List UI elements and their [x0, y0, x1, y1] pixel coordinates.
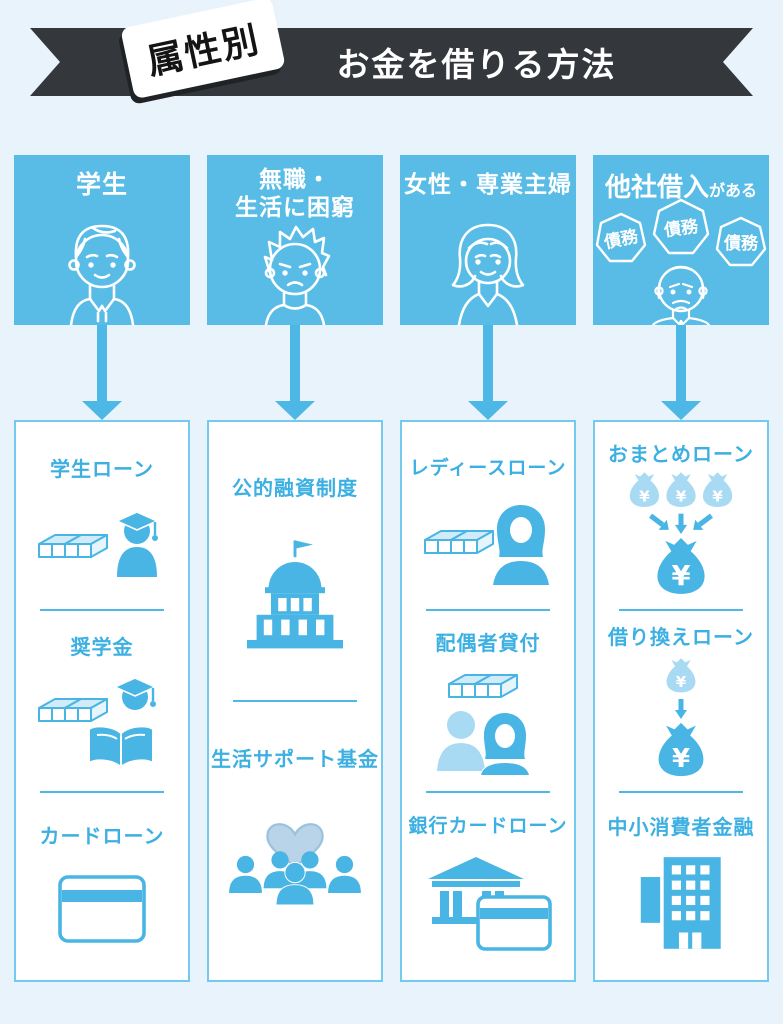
divider: [40, 609, 164, 612]
down-arrow-icon: [468, 325, 508, 420]
yen-symbol: ¥: [639, 488, 650, 506]
item-label: 学生ローン: [50, 458, 154, 481]
down-arrow-icon: [82, 325, 122, 420]
divider: [233, 700, 357, 702]
divider: [619, 790, 743, 793]
debts-header-box: 他社借入 がある 債務 債務 債務: [593, 155, 769, 325]
woman-face-icon: [451, 223, 525, 325]
item-label: 公的融資制度: [232, 477, 358, 500]
item-label: おまとめローン: [608, 444, 754, 467]
item-life-support-fund: 生活サポート基金: [209, 702, 381, 972]
debts-arrow: [593, 325, 769, 420]
divider: [40, 790, 164, 793]
women-header-box: 女性・専業主婦: [400, 155, 576, 325]
credit-card-icon: [58, 874, 146, 943]
unemployed-card: 公的融資制度: [207, 420, 383, 982]
yen-symbol: ¥: [676, 673, 687, 691]
consolidation-loan-icon: ¥ ¥ ¥ ¥: [629, 472, 733, 595]
down-arrow-icon: [275, 325, 315, 420]
item-bank-card-loan: 銀行カードローン: [402, 793, 574, 972]
money-graduate-book-icon: [38, 677, 157, 769]
money-graduate-icon: [38, 510, 159, 577]
debts-header-label: 他社借入 がある: [593, 155, 769, 204]
item-label: 借り換えローン: [608, 627, 754, 650]
item-spouse-loan: 配偶者貸付: [402, 611, 574, 790]
debtor-face-icon: 債務 債務 債務: [595, 198, 767, 325]
yen-symbol: ¥: [676, 488, 687, 506]
item-ladies-loan: レディースローン: [402, 430, 574, 609]
yen-symbol: ¥: [712, 488, 723, 506]
women-header-label: 女性・専業主婦: [404, 171, 572, 197]
unemployed-header-label: 無職・ 生活に困窮: [207, 155, 383, 221]
debts-card: おまとめローン ¥ ¥ ¥: [593, 420, 769, 982]
header-line1: 無職・: [259, 166, 331, 192]
item-label: 中小消費者金融: [607, 817, 755, 840]
header-main: 他社借入: [604, 172, 709, 202]
item-label: 配偶者貸付: [435, 632, 541, 655]
item-student-loan: 学生ローン: [16, 430, 188, 609]
office-building-icon: [637, 857, 721, 949]
item-refinance-loan: 借り換えローン ¥ ¥: [595, 611, 767, 790]
divider: [619, 609, 743, 612]
item-card-loan: カードローン: [16, 793, 188, 972]
money-woman-icon: [424, 504, 549, 585]
student-header-box: 学生: [14, 155, 190, 325]
item-label: 生活サポート基金: [211, 749, 379, 771]
unemployed-arrow: [207, 325, 383, 420]
column-multiple-debts: 他社借入 がある 債務 債務 債務: [593, 155, 769, 982]
item-consolidation-loan: おまとめローン ¥ ¥ ¥: [595, 430, 767, 609]
refinance-loan-icon: ¥ ¥: [658, 657, 704, 776]
student-arrow: [14, 325, 190, 420]
women-card: レディースローン 配偶者貸付: [400, 420, 576, 982]
header-suffix: がある: [709, 183, 758, 200]
debt-bubble-text: 債務: [723, 233, 759, 253]
student-header-label: 学生: [75, 171, 128, 199]
unemployed-face-icon: [263, 225, 331, 325]
student-card: 学生ローン: [14, 420, 190, 982]
column-unemployed: 無職・ 生活に困窮: [207, 155, 383, 982]
down-arrow-icon: [661, 325, 701, 420]
student-face-icon: [68, 224, 136, 325]
yen-symbol: ¥: [671, 561, 690, 592]
item-small-consumer-finance: 中小消費者金融: [595, 793, 767, 972]
people-heart-icon: [229, 823, 361, 905]
yen-symbol: ¥: [672, 744, 690, 774]
item-label: 銀行カードローン: [408, 816, 568, 838]
divider: [426, 609, 550, 612]
government-building-icon: [247, 540, 343, 649]
item-label: レディースローン: [409, 457, 567, 479]
column-student: 学生: [14, 155, 190, 982]
item-public-loan: 公的融資制度: [209, 430, 381, 700]
bank-card-icon: [428, 857, 552, 951]
money-couple-icon: [437, 674, 531, 776]
divider: [426, 790, 550, 793]
item-label: カードローン: [39, 826, 165, 849]
header-line2: 生活に困窮: [235, 194, 355, 221]
item-scholarship: 奨学金: [16, 611, 188, 790]
women-arrow: [400, 325, 576, 420]
column-women: 女性・専業主婦: [400, 155, 576, 982]
debt-bubble-text: 債務: [662, 216, 700, 241]
unemployed-header-box: 無職・ 生活に困窮: [207, 155, 383, 325]
columns: 学生: [14, 155, 769, 982]
item-label: 奨学金: [70, 636, 134, 659]
page-title: お金を借りる方法: [336, 46, 617, 83]
